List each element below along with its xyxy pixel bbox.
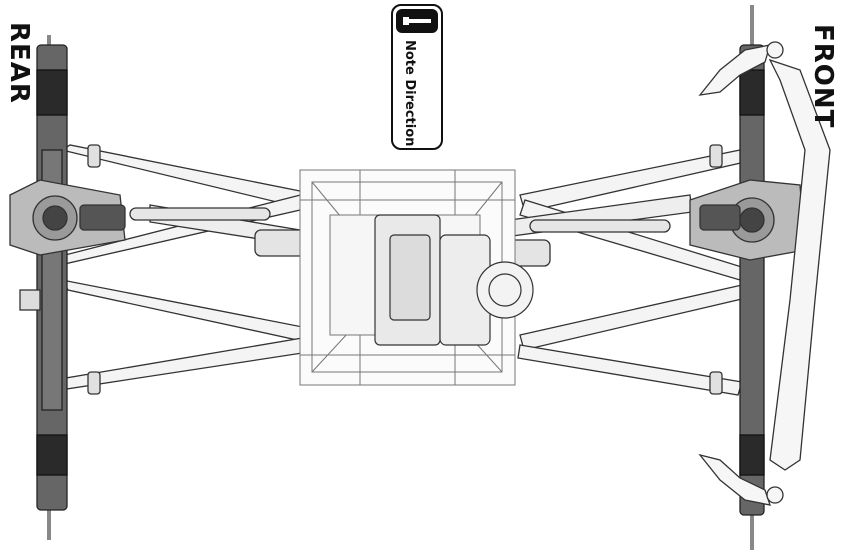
note-direction-text: Note Direction [402,40,417,147]
front-axle [689,5,806,550]
front-label: FRONT [808,24,838,129]
screw-icon [396,9,438,33]
rear-axle [9,35,126,540]
note-direction-callout: Note Direction [391,4,443,150]
driveshafts [129,207,671,233]
steering-links [698,41,831,506]
mounts [87,144,723,395]
rear-label: REAR [4,22,34,104]
transmission [374,214,534,346]
